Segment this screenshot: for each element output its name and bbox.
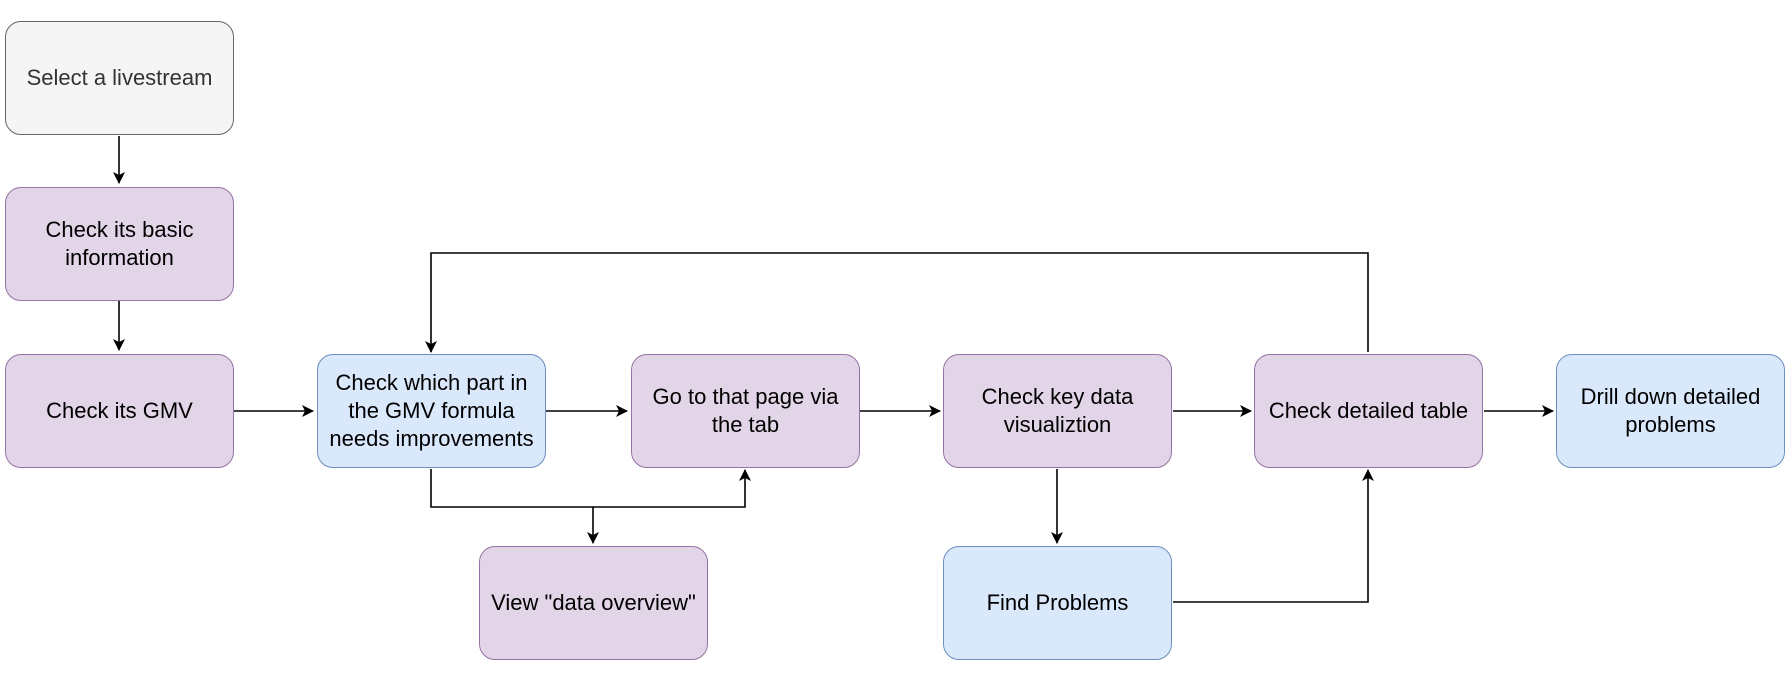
- node-drill-down-label: Drill down detailed problems: [1580, 384, 1761, 437]
- node-select-livestream[interactable]: Select a livestream: [5, 21, 234, 135]
- node-gmv-label: Check its GMV: [46, 398, 193, 423]
- node-formula-part[interactable]: Check which part in the GMV formula need…: [317, 354, 546, 468]
- node-select-livestream-label: Select a livestream: [26, 65, 213, 90]
- node-key-data-viz[interactable]: Check key data visualiztion: [943, 354, 1172, 468]
- edge-formula-part-to-data-overview: [430, 469, 599, 544]
- node-detailed-table[interactable]: Check detailed table: [1254, 354, 1483, 468]
- edge-formula-part-to-go-to-page-below: [593, 469, 751, 508]
- node-find-problems[interactable]: Find Problems: [943, 546, 1172, 660]
- node-data-overview[interactable]: View "data overview": [479, 546, 708, 660]
- node-drill-down[interactable]: Drill down detailed problems: [1556, 354, 1785, 468]
- node-gmv[interactable]: Check its GMV: [5, 354, 234, 468]
- node-find-problems-label: Find Problems: [986, 590, 1129, 615]
- node-detailed-table-label: Check detailed table: [1268, 398, 1469, 423]
- node-go-to-page-label: Go to that page via the tab: [652, 384, 839, 437]
- node-key-data-viz-label: Check key data visualiztion: [981, 384, 1134, 437]
- edge-detailed-table-loop-to-formula-part: [425, 252, 1369, 353]
- node-basic-info[interactable]: Check its basic information: [5, 187, 234, 301]
- node-go-to-page[interactable]: Go to that page via the tab: [631, 354, 860, 468]
- edge-find-problems-to-detailed-table: [1173, 469, 1374, 603]
- node-basic-info-label: Check its basic information: [45, 217, 194, 270]
- node-formula-part-label: Check which part in the GMV formula need…: [329, 370, 534, 451]
- node-data-overview-label: View "data overview": [491, 590, 696, 615]
